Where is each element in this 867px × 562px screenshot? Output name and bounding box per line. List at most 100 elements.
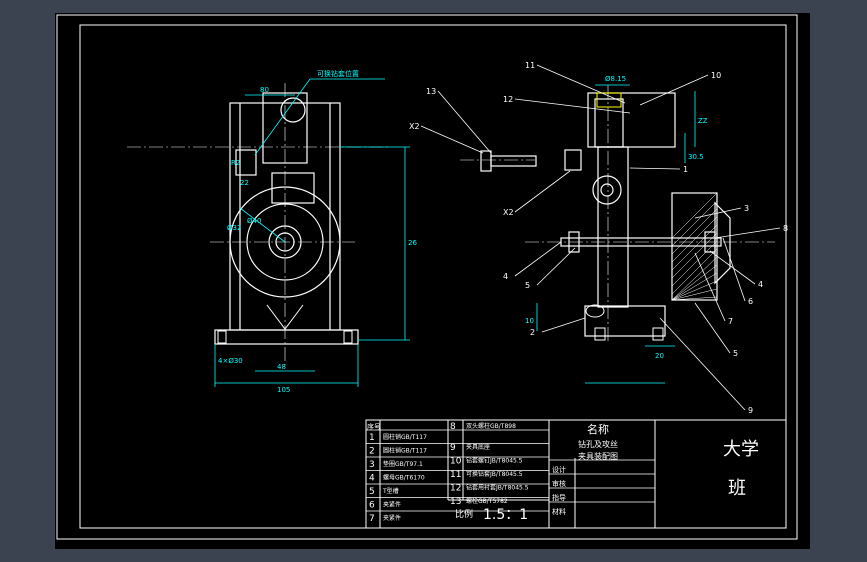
clamp-jaw-hatch [671,192,718,301]
left-dim-d32: Ø32 [227,224,241,232]
callout-leader [709,250,756,285]
callout-label: 7 [728,317,733,326]
callout-label: 13 [426,87,436,96]
left-dim-top: 80 [260,86,269,94]
clamp-block-top [235,149,257,176]
drill-plate-arm [262,92,308,164]
tb-part-name: 螺母GB/T6170 [383,474,425,482]
callout-label: 9 [748,406,753,415]
bolt-head [480,150,492,172]
inner-border [79,24,787,529]
tb-signature-label: 指导 [552,493,566,502]
fixture-base [584,305,666,337]
tb-part-no: 13 [450,497,461,507]
clamp-jaw [671,192,718,301]
tb-signature-label: 审核 [552,479,566,488]
tb-signature-label: 设计 [552,465,566,474]
callout-leader [722,237,746,302]
drill-bushing-top [596,92,622,108]
tb-part-no: 11 [450,470,461,480]
left-dim-48: 48 [277,363,286,371]
right-view: Ø8.15 ZZ 30.5 10 20 1234455678910111213X… [409,61,788,415]
tb-school: 大学 [723,439,759,460]
hatch-line [671,288,718,301]
callout-label: 4 [758,280,763,289]
right-dim-10: 10 [525,317,534,325]
callout-label: 5 [525,281,530,290]
dim-line-diameter [239,207,286,243]
callout-leader [536,247,576,286]
base-lug-left [594,327,606,341]
left-dim-r: R2 [231,159,240,167]
right-dim-20: 20 [655,352,664,360]
dim-note-leader [254,78,311,156]
hatch-line [671,296,718,301]
callout-leader [629,167,681,170]
hatch-line [671,224,718,271]
tb-part-no: 9 [450,443,456,453]
clamp-plate [564,149,582,171]
drill-bushing-circle [280,97,306,123]
tb-part-name: 夹紧件 [383,514,401,522]
callout-leader [514,241,562,277]
tb-drawing-name-2: 夹具装配图 [578,451,618,461]
callout-leader [639,74,709,106]
tb-part-no: 6 [369,501,375,511]
base-plate [214,329,359,345]
nut-left [568,231,580,253]
callout-label: 4 [503,272,508,281]
tb-part-no: 5 [369,487,375,497]
callout-leader [514,98,631,114]
callout-label: 10 [711,71,721,80]
left-dim-vertical: 26 [408,239,417,247]
tb-part-name: 钻套螺钉JB/T8045.5 [466,457,523,465]
hatch-line [671,248,718,295]
hatch-line [671,208,718,255]
callout-leader [694,207,742,219]
drill-plate [587,92,676,148]
tb-part-name: 垫圈GB/T97.1 [383,460,423,468]
bushing-liner [594,98,624,148]
callout-leader [694,302,731,354]
left-dim-holes: 4×Ø30 [218,357,243,365]
tb-part-name: T型槽 [382,487,399,495]
callout-label: X2 [409,122,420,131]
callout-label: X2 [503,208,514,217]
callout-label: 5 [733,349,738,358]
tb-part-name: 夹紧件 [383,501,401,509]
callout-leader [659,317,746,411]
tb-part-name: 双头螺柱GB/T898 [466,422,516,430]
left-dim-105: 105 [277,386,290,394]
left-view: 可换钻套位置 80 R2 22 Ø40 Ø32 48 4×Ø30 105 26 [127,69,417,394]
left-dim-d40: Ø40 [247,217,261,225]
hatch-line [671,192,718,239]
workpiece-bore-circle [275,232,295,252]
callout-label: 2 [530,328,535,337]
stud-right [343,330,353,344]
callout-label: 12 [503,95,513,104]
clamp-wedge [714,201,731,285]
tb-part-name: 钻套用衬套JB/T8045.5 [466,484,529,492]
left-dim-22: 22 [240,179,249,187]
workpiece-mid-circle [246,203,324,281]
tb-part-no: 2 [369,447,375,457]
hatch-line [671,240,718,287]
t-slot-left [585,304,605,318]
hatch-line [671,280,718,301]
tb-part-no: 12 [450,484,461,494]
tb-header: 序号 [367,422,381,431]
workpiece-hub-circle [268,225,302,259]
callout-label: 8 [783,224,788,233]
base-lug-right [652,327,664,341]
callout-label: 1 [683,165,688,174]
tb-part-no: 10 [450,457,462,467]
callout-leader [714,227,781,239]
tb-part-no: 1 [369,433,375,443]
v-block [266,304,304,330]
column-body [229,102,341,331]
callout-leader [437,90,492,154]
left-note-text: 可换钻套位置 [317,69,359,78]
right-dim-top: Ø8.15 [605,75,626,83]
